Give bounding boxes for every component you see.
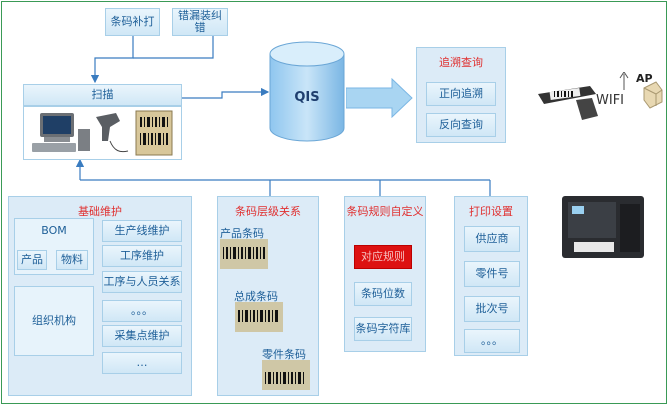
- scanner-computer-icon: [32, 110, 173, 156]
- part-barcode-image: [262, 360, 310, 390]
- print-more-ellipsis[interactable]: 。。。: [464, 329, 520, 353]
- ap-label: AP: [636, 72, 653, 85]
- trace-query-title: 追溯查询: [439, 56, 483, 69]
- forward-trace-button[interactable]: 正向追溯: [426, 82, 496, 106]
- scan-header: 扫描: [23, 84, 182, 106]
- part-number-button[interactable]: 零件号: [464, 261, 520, 287]
- product-button[interactable]: 产品: [17, 250, 47, 270]
- reverse-query-button[interactable]: 反向查询: [426, 113, 496, 137]
- barcode-reprint-box: 条码补打: [105, 8, 160, 36]
- trace-query-panel: 追溯查询 正向追溯 反向查询: [416, 47, 506, 143]
- supplier-button[interactable]: 供应商: [464, 226, 520, 252]
- wifi-label: WIFI: [596, 93, 624, 108]
- basic-more-ellipsis-2[interactable]: …: [102, 352, 182, 374]
- handheld-scanner-icon: [538, 72, 663, 120]
- qis-label: QIS: [294, 89, 320, 105]
- basic-more-ellipsis[interactable]: 。。。: [102, 300, 182, 322]
- product-barcode-image: [220, 239, 268, 269]
- product-barcode-label: 产品条码: [220, 227, 264, 240]
- barcode-rule-title: 条码规则自定义: [346, 205, 424, 218]
- qis-to-trace-arrow: [346, 78, 413, 118]
- material-button[interactable]: 物料: [56, 250, 88, 270]
- mapping-rule-button[interactable]: 对应规则: [354, 245, 412, 269]
- qis-database-icon: [269, 41, 345, 142]
- error-correction-box: 错漏装纠错: [172, 8, 228, 36]
- process-personnel-relation[interactable]: 工序与人员关系: [102, 271, 182, 293]
- part-barcode-label: 零件条码: [262, 348, 306, 361]
- scan-image-panel: [23, 106, 182, 160]
- print-settings-title: 打印设置: [469, 205, 513, 218]
- assembly-barcode-label: 总成条码: [234, 290, 278, 303]
- production-line-maintenance[interactable]: 生产线维护: [102, 220, 182, 242]
- assembly-barcode-image: [235, 302, 283, 332]
- process-maintenance[interactable]: 工序维护: [102, 245, 182, 267]
- batch-number-button[interactable]: 批次号: [464, 296, 520, 322]
- barcode-hierarchy-title: 条码层级关系: [235, 205, 301, 218]
- basic-maintenance-title: 基础维护: [78, 205, 122, 218]
- barcode-printer-icon: [562, 196, 644, 258]
- collection-point-maintenance[interactable]: 采集点维护: [102, 325, 182, 347]
- barcode-charset-button[interactable]: 条码字符库: [354, 317, 412, 341]
- org-structure-box[interactable]: 组织机构: [14, 286, 94, 356]
- barcode-length-button[interactable]: 条码位数: [354, 282, 412, 306]
